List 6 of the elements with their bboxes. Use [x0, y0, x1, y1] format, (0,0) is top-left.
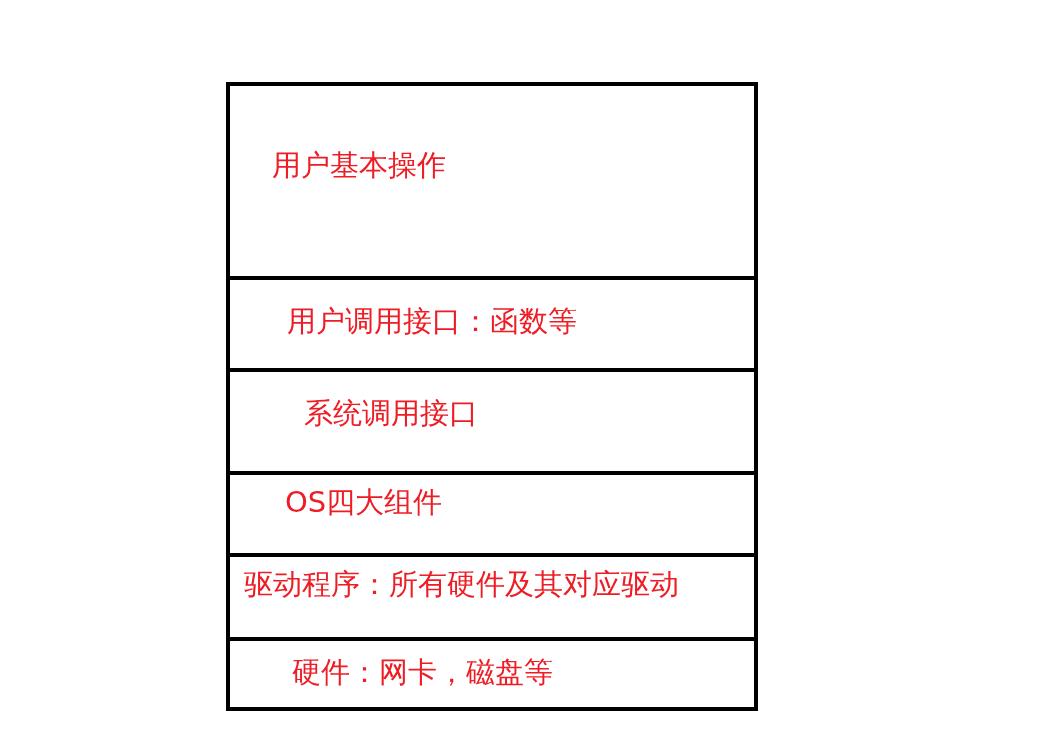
- layer-label: 系统调用接口: [304, 396, 478, 431]
- layer-label: 硬件：网卡，磁盘等: [292, 655, 553, 690]
- layer-label: 用户调用接口：函数等: [287, 304, 577, 339]
- layer-label: 用户基本操作: [272, 148, 446, 183]
- layer-label: OS四大组件: [285, 485, 443, 520]
- layer-label: 驱动程序：所有硬件及其对应驱动: [244, 567, 679, 602]
